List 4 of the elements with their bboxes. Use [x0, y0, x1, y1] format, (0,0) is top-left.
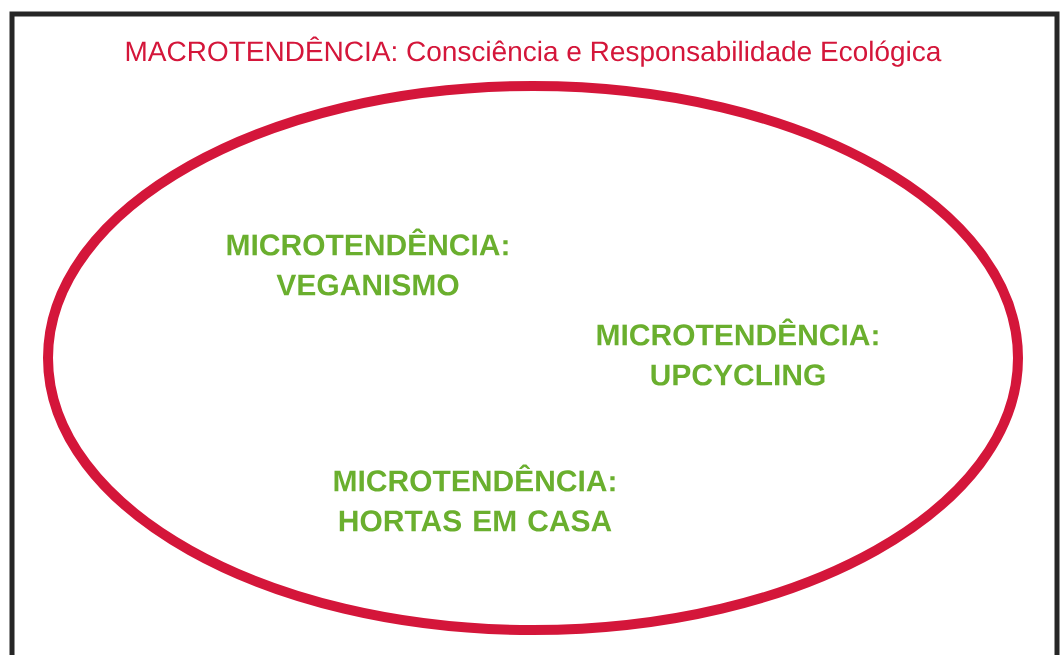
node-label: MACROTENDÊNCIA: Consciência e Responsabilidade Ecológica [126, 36, 942, 67]
trend-label: MICROTENDÊNCIA: VEGANISMO [227, 228, 508, 296]
trend-label: MICROTENDÊNCIA: UPCYCLING [597, 318, 878, 386]
trend-label: MICROTENDÊNCIA: HORTAS EM CASA [334, 464, 615, 532]
